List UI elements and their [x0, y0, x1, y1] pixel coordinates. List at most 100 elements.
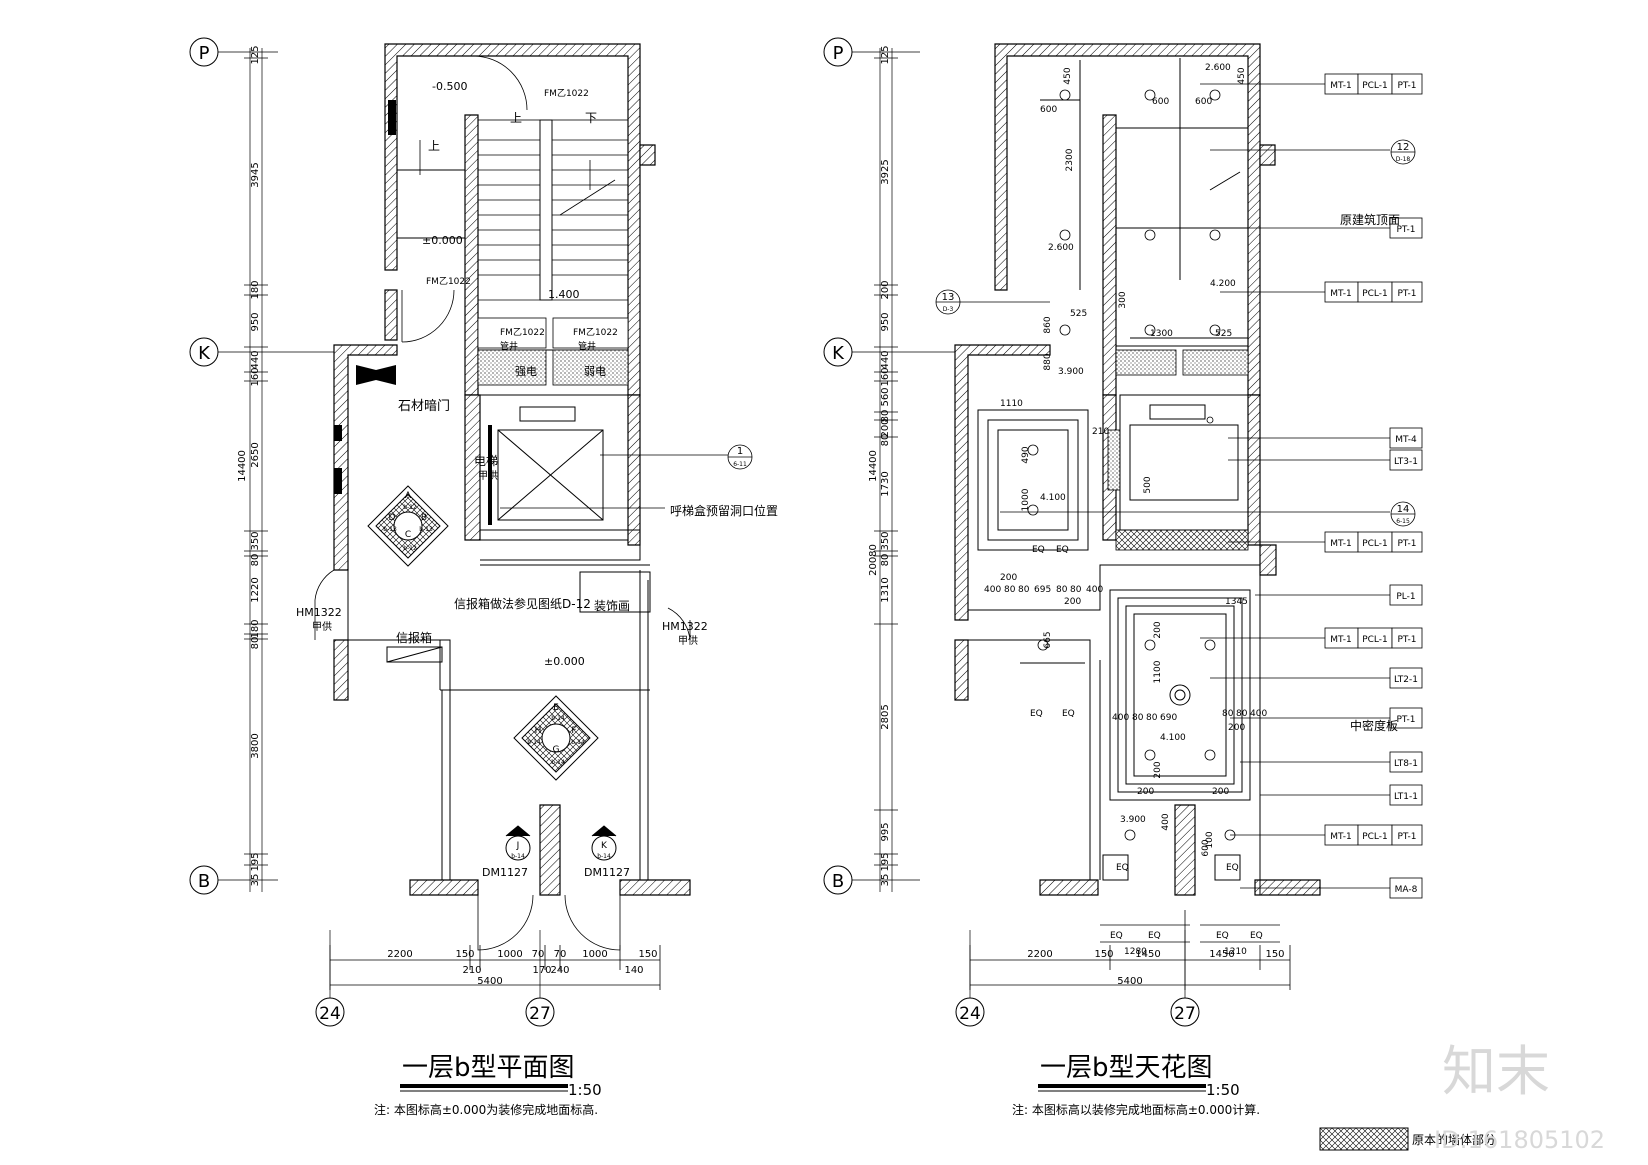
dim: 4.100 [1040, 493, 1066, 503]
material-tag: LT1-1 [1394, 792, 1418, 802]
dim: EQ [1032, 545, 1045, 555]
dim: 210 [1092, 427, 1109, 437]
dim: 2650 [250, 442, 261, 467]
material-tag: PT-1 [1396, 715, 1415, 725]
index-number: 14 [1397, 504, 1410, 515]
dim: 450 [1237, 67, 1247, 84]
dim: 400 [1112, 713, 1129, 723]
sym-sub: b-13 [419, 526, 433, 533]
ceiling-note: 原建筑顶面 [1340, 212, 1400, 227]
dim: 1730 [880, 471, 891, 496]
stair-label: 上 [510, 111, 522, 125]
material-tag: PCL-1 [1362, 289, 1388, 299]
dim: 200 [1153, 761, 1163, 778]
dim: 150 [638, 949, 657, 960]
drawing-scale: 1:50 [568, 1081, 602, 1099]
dim: 3800 [250, 733, 261, 758]
sym-sub: b-14 [551, 715, 565, 722]
material-tag: PT-1 [1397, 635, 1416, 645]
drawing-note: 注: 本图标高±0.000为装修完成地面标高. [374, 1102, 598, 1117]
material-tag: MT-1 [1330, 289, 1351, 299]
light-fixtures [1027, 89, 1236, 841]
dim: EQ [1030, 709, 1043, 719]
dim: EQ [1148, 931, 1161, 941]
sym-sub: b-14 [571, 739, 585, 746]
dim: 695 [1034, 585, 1051, 595]
dim: 2.600 [1048, 243, 1074, 253]
dim-total: 14400 [868, 450, 879, 482]
dim: EQ [1062, 709, 1075, 719]
dim: 195 [880, 852, 891, 871]
dim: 180 [250, 280, 261, 299]
dim: 1280 [1124, 947, 1147, 957]
material-tags: MT-1 PCL-1 PT-1 PT-1 MT-1 PCL-1 PT-1 MT-… [1324, 73, 1423, 899]
dim: 80 [1056, 585, 1068, 595]
grid-label-b: B [832, 871, 844, 892]
dim: 80 [1018, 585, 1030, 595]
grid-label-27: 27 [529, 1004, 551, 1024]
dim: 3.900 [1120, 815, 1146, 825]
board-note: 中密度板 [1350, 718, 1398, 733]
material-tag: MT-1 [1330, 635, 1351, 645]
dim: 160 [880, 367, 891, 386]
dim: 1220 [250, 577, 261, 602]
dim: 525 [1215, 329, 1232, 339]
left-vert-dims: 125 3945 180 950 440 160 2650 350 80 122… [237, 45, 261, 886]
stone-door-label: 石材暗门 [398, 399, 450, 414]
dim: 80 [880, 554, 891, 567]
left-shafts [477, 317, 629, 386]
dim: 200 [1228, 723, 1245, 733]
dim: 200 [1137, 787, 1154, 797]
right-ceiling-plan: P K B 24 27 125 3925 200 950 440 160 560… [823, 37, 1423, 1117]
left-vert-ticks [244, 57, 268, 866]
dim: EQ [1250, 931, 1263, 941]
right-title-block: 一层b型天花图 1:50 注: 本图标高以装修完成地面标高±0.000计算. [1012, 1053, 1260, 1117]
right-horiz-dim-text: 2200 150 1450 1450 150 5400 [1027, 949, 1284, 987]
watermark-brand: 知末 [1442, 1040, 1550, 1103]
dim: 525 [1070, 309, 1087, 319]
dim: 240 [550, 965, 569, 976]
dim: 2200 [1027, 949, 1052, 960]
shaft-label: 管井 [578, 340, 596, 352]
drawing-title: 一层b型平面图 [402, 1053, 575, 1083]
material-tag: MT-4 [1395, 435, 1417, 445]
right-vert-dims: 125 3925 200 950 440 160 560 80 200 80 1… [868, 45, 891, 886]
left-grid-bubble-24: 24 [315, 997, 345, 1027]
dim: 2300 [1065, 148, 1075, 171]
right-grid-bubble-p: P [823, 37, 853, 67]
dim: 600 [1152, 97, 1169, 107]
elevation-label: ±0.000 [544, 655, 585, 668]
dim: 80 [1222, 709, 1234, 719]
door-tag: FM乙1022 [500, 327, 545, 338]
grid-label-24: 24 [959, 1004, 981, 1024]
dim: 400 [984, 585, 1001, 595]
dim: 180 [250, 619, 261, 638]
door-tag: DM1127 [584, 866, 630, 879]
sym-sub: b-13 [383, 526, 397, 533]
material-tag: MT-1 [1330, 539, 1351, 549]
door-tag: FM乙1022 [573, 327, 618, 338]
sym-letter: J [516, 841, 520, 851]
dim: 160 [250, 367, 261, 386]
dim: 500 [1143, 476, 1153, 493]
dim: 440 [250, 350, 261, 369]
dim: 665 [1043, 631, 1053, 648]
dim: 210 [462, 965, 481, 976]
sym-sub: b-12 [403, 504, 417, 511]
dim: 80 [1132, 713, 1144, 723]
dim: 200 [1212, 787, 1229, 797]
dim: 440 [880, 350, 891, 369]
dim: 80 [250, 554, 261, 567]
stone-door-symbol [356, 365, 396, 385]
sym-letter: C [405, 530, 411, 540]
shaft-label: 管井 [500, 340, 518, 352]
index-sheet: D-3 [943, 306, 954, 313]
sym-letter: F [571, 726, 576, 736]
grid-label-p: P [833, 43, 844, 64]
material-tag: MA-8 [1395, 885, 1418, 895]
dim: 560 [880, 387, 891, 406]
stair-label: 上 [428, 139, 440, 153]
dim: 80 [1070, 585, 1082, 595]
legend: 原本的墙体部分 [1319, 1127, 1496, 1151]
left-grid-bubble-p: P [189, 37, 219, 67]
